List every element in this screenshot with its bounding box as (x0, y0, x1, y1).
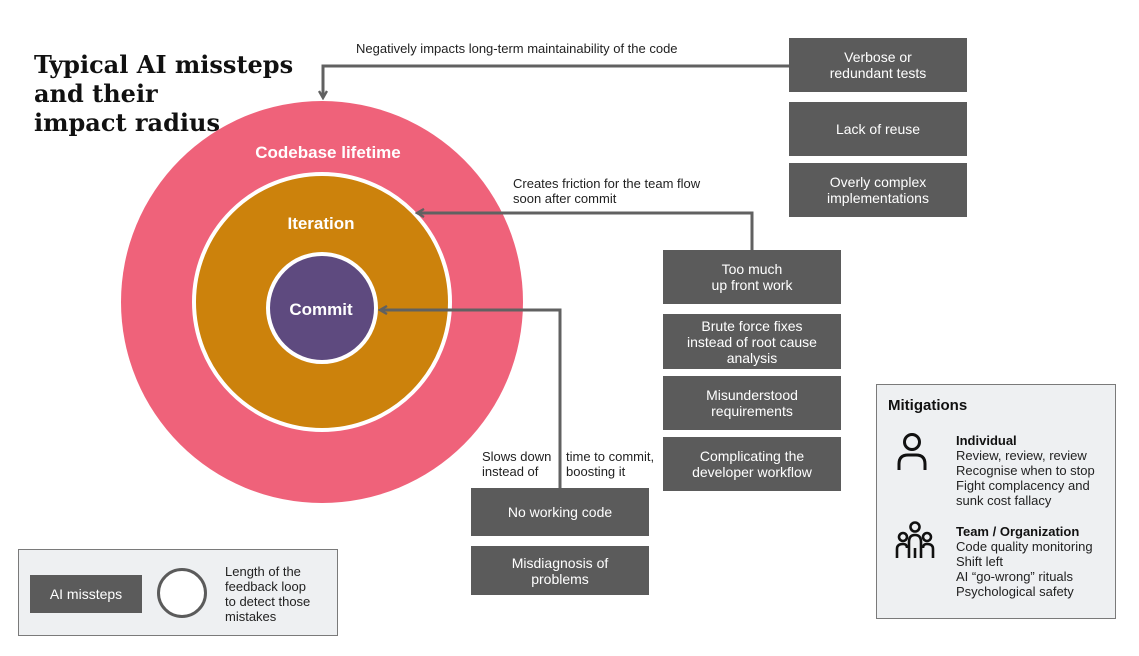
mitigation-item: Shift left (956, 554, 1003, 569)
note-commit-left: Slows down instead of (482, 449, 551, 479)
mitigations-heading: Mitigations (888, 397, 968, 414)
mitigation-item: Fight complacency and (956, 478, 1090, 493)
note-iteration-line-2: soon after commit (513, 191, 617, 206)
commit-ring (266, 252, 378, 364)
title-line-1: Typical AI missteps (34, 50, 294, 79)
mitigations-panel: Mitigations Individual Review, review, r… (876, 384, 1116, 619)
misstep-line: implementations (827, 190, 929, 206)
misstep-box: Lack of reuse (789, 102, 967, 156)
note-lifetime: Negatively impacts long-term maintainabi… (356, 41, 678, 56)
legend: AI missteps Length of the feedback loop … (18, 549, 338, 636)
misstep-line: instead of root cause (687, 333, 817, 350)
misstep-line: Brute force fixes (701, 317, 803, 334)
mitigation-individual: Individual Review, review, review Recogn… (956, 433, 1095, 508)
misstep-line: developer workflow (692, 464, 812, 480)
ring-label-commit: Commit (289, 300, 353, 319)
mitigation-item: Recognise when to stop (956, 463, 1095, 478)
note-commit-right: time to commit, boosting it (566, 449, 654, 479)
note-commit-right-line-1: time to commit, (566, 449, 655, 464)
misstep-line: redundant tests (829, 65, 927, 81)
team-icon (895, 521, 935, 558)
misstep-box: No working code (471, 488, 649, 536)
commit-arrow (380, 310, 562, 488)
misstep-line: Complicating the (699, 448, 805, 464)
misstep-line: requirements (711, 403, 793, 419)
mitigation-team-title: Team / Organization (956, 524, 1080, 539)
person-icon (897, 433, 927, 470)
mitigation-item: AI “go-wrong” rituals (956, 569, 1074, 584)
ring-label-lifetime: Codebase lifetime (255, 143, 401, 162)
legend-desc-line: mistakes (225, 609, 277, 624)
note-commit-left-line-1: Slows down (482, 449, 552, 464)
lifetime-arrow (323, 64, 789, 98)
legend-desc-line: to detect those (225, 594, 311, 609)
misstep-line: Misunderstood (706, 387, 798, 403)
mitigation-item: Psychological safety (956, 584, 1074, 599)
misstep-line: Lack of reuse (835, 121, 921, 137)
misstep-line: Misdiagnosis of (511, 554, 609, 571)
legend-description: Length of the feedback loop to detect th… (225, 564, 310, 624)
mitigation-individual-title: Individual (956, 433, 1017, 448)
mitigation-item: Code quality monitoring (956, 539, 1093, 554)
legend-desc-line: Length of the (225, 564, 301, 579)
note-iteration: Creates friction for the team flow soon … (513, 176, 700, 206)
misstep-line: Verbose or (844, 49, 912, 65)
misstep-line: analysis (726, 349, 778, 366)
mitigation-team: Team / Organization Code quality monitor… (956, 524, 1093, 599)
note-commit-left-line-2: instead of (482, 464, 539, 479)
iteration-arrow (417, 213, 754, 250)
ring-label-iteration: Iteration (287, 214, 355, 233)
title-line-2: and their (34, 79, 158, 108)
mitigation-item: sunk cost fallacy (956, 493, 1052, 508)
mitigation-item: Review, review, review (956, 448, 1087, 463)
misstep-line: problems (531, 570, 589, 587)
misstep-line: Overly complex (829, 174, 927, 190)
title-line-3: impact radius (34, 108, 220, 137)
note-commit-right-line-2: boosting it (566, 464, 626, 479)
diagram-title: Typical AI missteps and their impact rad… (34, 50, 294, 137)
misstep-line: up front work (711, 277, 793, 293)
misstep-line: Too much (721, 261, 783, 277)
legend-desc-line: feedback loop (225, 579, 306, 594)
legend-misstep-sample: AI missteps (30, 575, 142, 613)
legend-feedback-loop-circle (157, 568, 207, 618)
misstep-line: No working code (507, 504, 613, 520)
note-iteration-line-1: Creates friction for the team flow (513, 176, 701, 191)
